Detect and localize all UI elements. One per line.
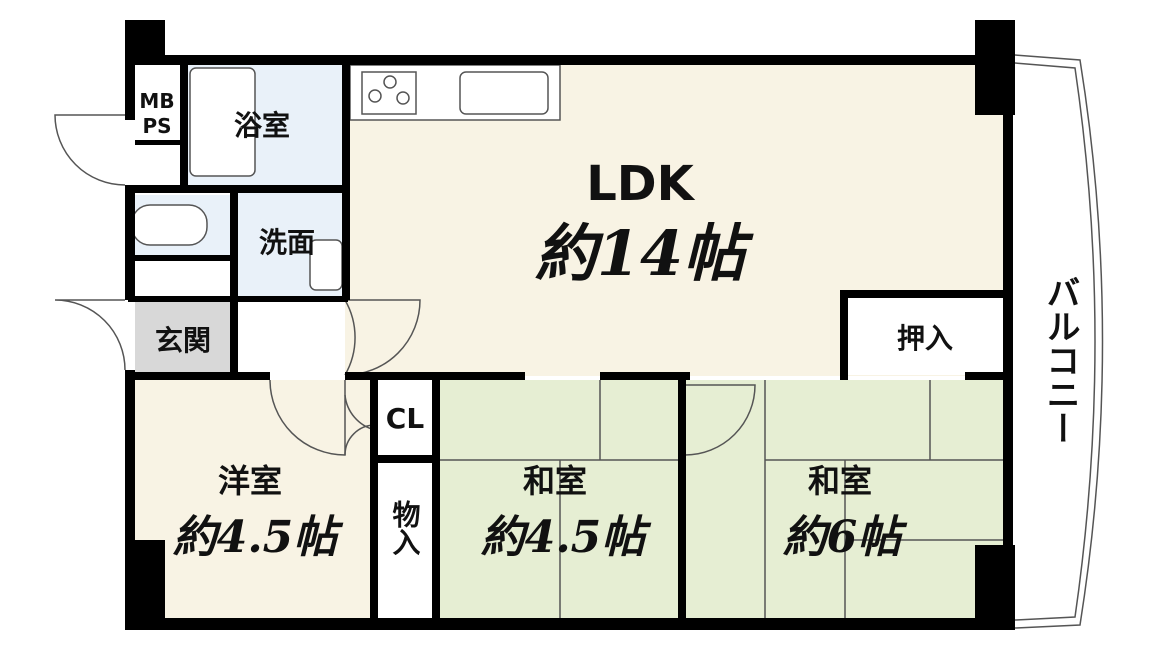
- entrance-label: 玄関: [155, 324, 211, 357]
- western-room-size: 約4.5帖: [173, 512, 345, 563]
- toilet: [131, 204, 208, 246]
- japanese-room-2-floor: [685, 380, 1007, 620]
- japanese-room-1-size: 約4.5帖: [481, 512, 653, 563]
- mb-label: MB: [139, 89, 174, 113]
- japanese-room-2-label: 和室: [808, 462, 872, 500]
- entrance-floor: [135, 300, 230, 376]
- ldk-size: 約14帖: [535, 217, 754, 290]
- japanese-room-1-label: 和室: [523, 462, 587, 500]
- oshiire-floor: [845, 295, 1007, 375]
- balcony-label: バルコニー: [1040, 275, 1080, 445]
- door-swings: [54, 114, 756, 456]
- washroom-label: 洗面: [259, 226, 315, 259]
- bath-label: 浴室: [234, 109, 290, 142]
- ldk-label: LDK: [586, 156, 695, 212]
- walls: [125, 20, 1015, 630]
- japanese-room-2-size: 約6帖: [783, 512, 909, 563]
- tatami-lines: [440, 380, 1005, 620]
- kitchen-counter: [349, 64, 561, 121]
- oshiire-label: 押入: [897, 322, 953, 355]
- western-room-label: 洋室: [218, 462, 282, 500]
- storage-label: 物入: [389, 500, 422, 556]
- western-room-floor: [133, 380, 373, 620]
- ps-label: PS: [142, 114, 171, 138]
- balcony: [1014, 54, 1104, 629]
- closet-label: CL: [386, 402, 425, 435]
- bathtub: [189, 67, 256, 177]
- japanese-room-1-floor: [440, 380, 683, 620]
